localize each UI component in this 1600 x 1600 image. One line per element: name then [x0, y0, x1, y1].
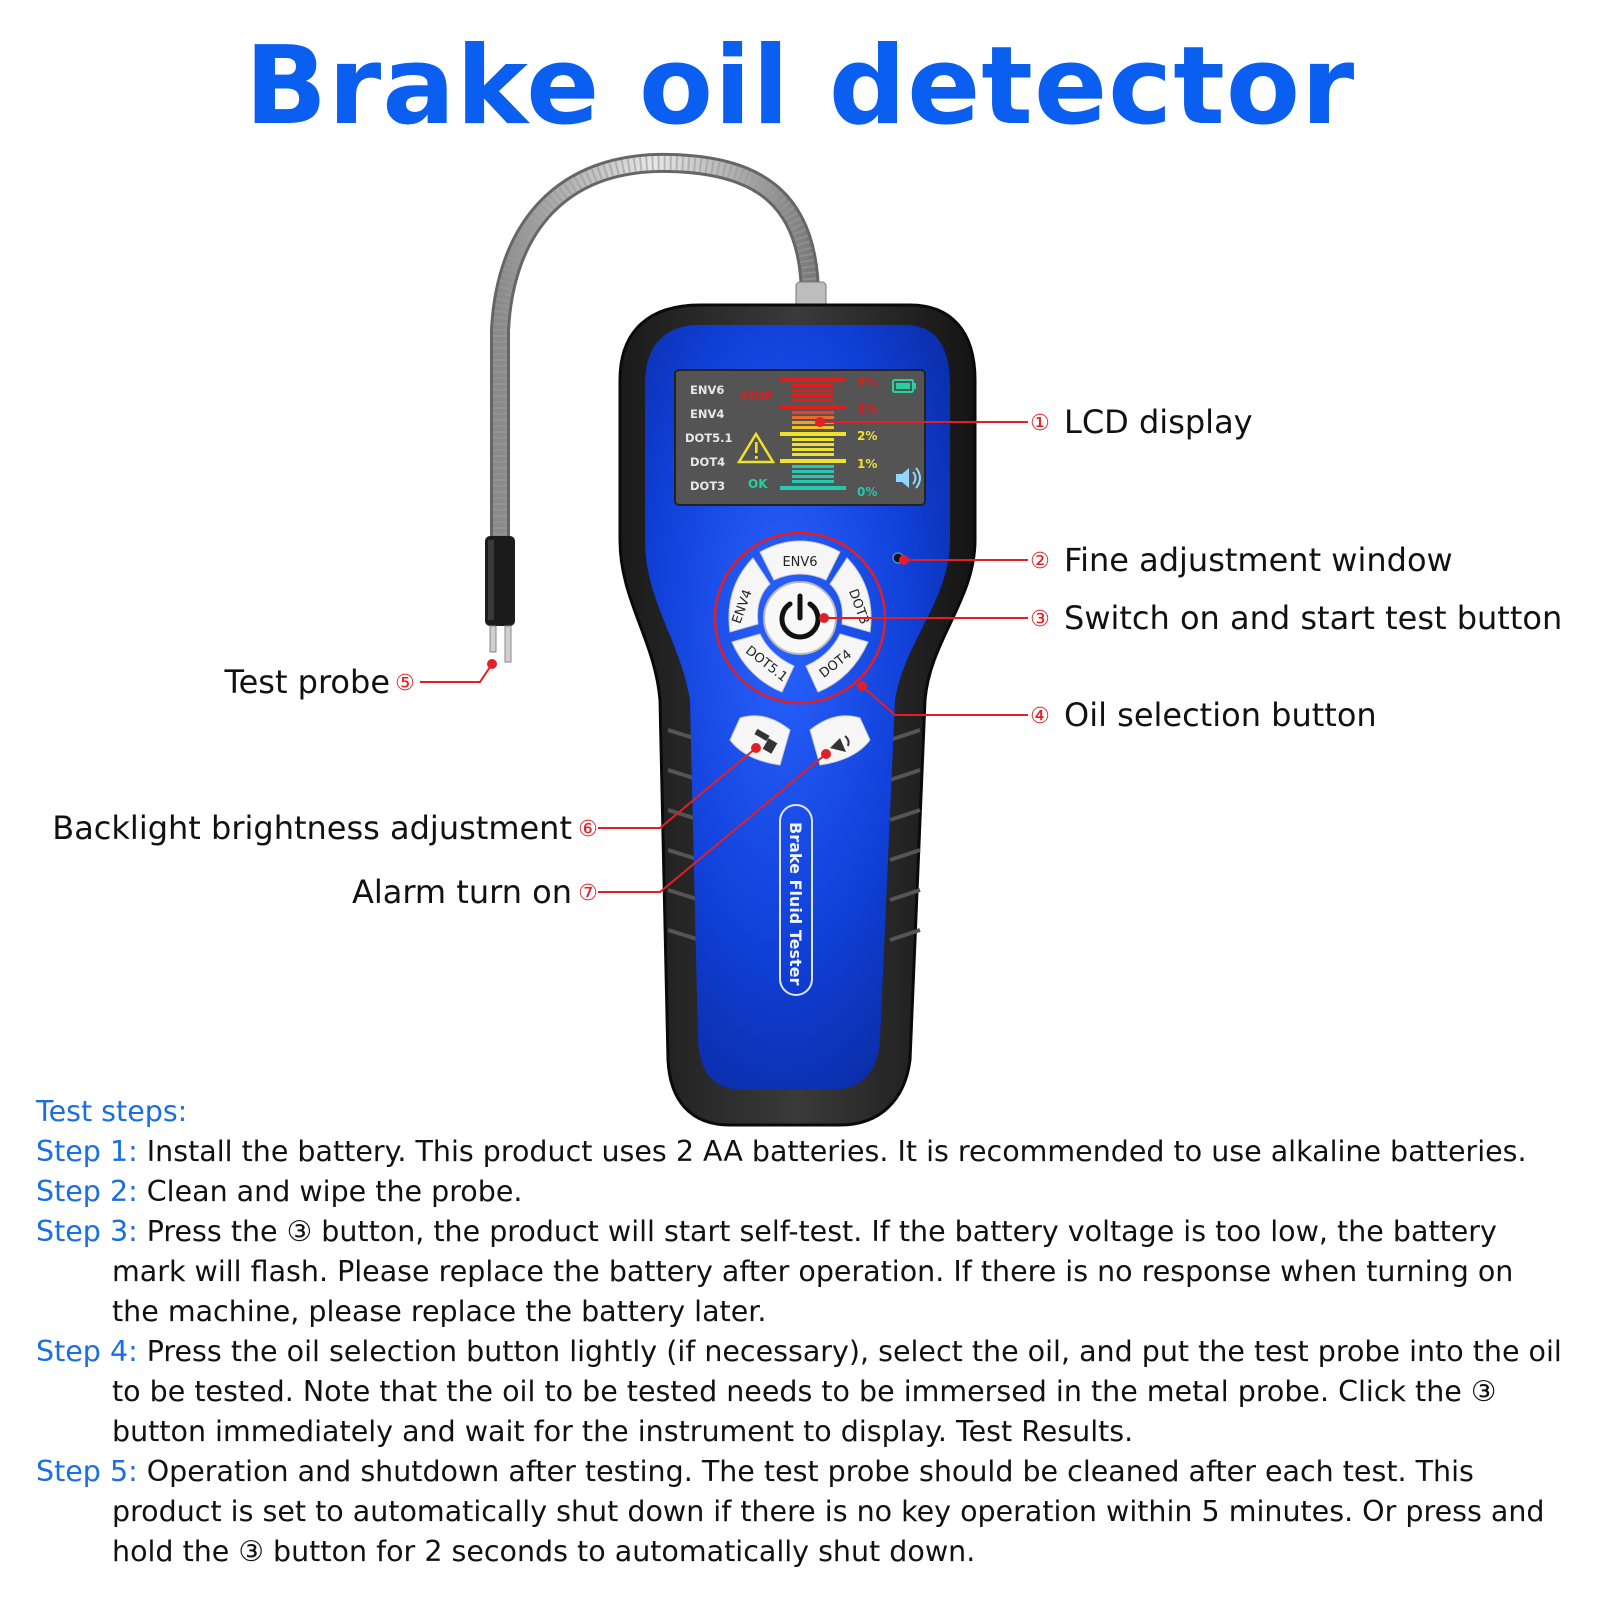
- step-3-label: Step 3:: [36, 1215, 138, 1248]
- test-probe: [485, 536, 515, 663]
- dot51-button[interactable]: [731, 633, 795, 693]
- step-5-label: Step 5:: [36, 1455, 138, 1488]
- grip-ridges-left: [667, 728, 701, 942]
- lcd-oil-dot4: DOT4: [690, 455, 725, 469]
- env6-button-label: ENV6: [782, 555, 817, 570]
- step-1: Step 1: Install the battery. This produc…: [36, 1132, 1566, 1172]
- lcd-status-stop: STOP: [740, 390, 773, 403]
- callout-alarm-turn-on: Alarm turn on: [351, 873, 572, 911]
- probe-hose: [490, 152, 820, 545]
- lcd-level-1: 1%: [857, 457, 877, 471]
- callout-num-1: ①: [1030, 411, 1050, 436]
- callout-num-5: ⑤: [395, 671, 415, 696]
- callout-num-6: ⑥: [578, 817, 598, 842]
- callout-num-4: ④: [1030, 704, 1050, 729]
- device-brand-label: Brake Fluid Tester: [779, 804, 813, 996]
- step-5-text: Operation and shutdown after testing. Th…: [112, 1455, 1545, 1568]
- lcd-status-ok: OK: [748, 477, 768, 491]
- callout-switch-on-button: Switch on and start test button: [1064, 599, 1563, 637]
- step-2-label: Step 2:: [36, 1175, 138, 1208]
- step-2-text: Clean and wipe the probe.: [137, 1175, 523, 1208]
- power-icon: [779, 593, 821, 640]
- lcd-level-3: 3%: [857, 402, 877, 416]
- lcd-level-4: 4%: [857, 375, 877, 389]
- device-side-text: Brake Fluid Tester: [786, 822, 805, 985]
- alarm-icon: [830, 735, 850, 752]
- step-4-text: Press the oil selection button lightly (…: [112, 1335, 1562, 1448]
- callout-oil-selection-button: Oil selection button: [1064, 696, 1377, 734]
- callout-dots: [487, 417, 909, 759]
- page-title: Brake oil detector: [244, 24, 1356, 149]
- test-steps-heading: Test steps:: [36, 1095, 188, 1128]
- lcd-oil-dot3: DOT3: [690, 479, 725, 493]
- lcd-oil-dot51: DOT5.1: [685, 431, 733, 445]
- env4-button[interactable]: [728, 557, 771, 633]
- callout-num-2: ②: [1030, 549, 1050, 574]
- step-5: Step 5: Operation and shutdown after tes…: [36, 1452, 1566, 1572]
- step-1-label: Step 1:: [36, 1135, 138, 1168]
- step-2: Step 2: Clean and wipe the probe.: [36, 1172, 1566, 1212]
- callout-lcd-display: LCD display: [1064, 403, 1253, 441]
- step-1-text: Install the battery. This product uses 2…: [137, 1135, 1527, 1168]
- speaker-icon: [896, 467, 921, 489]
- lcd-level-bars: [780, 378, 846, 490]
- oil-selection-buttons: ENV6 DOT3 DOT4 DOT5.1 ENV4: [713, 531, 887, 705]
- callout-num-7: ⑦: [578, 881, 598, 906]
- callout-fine-adjustment-window: Fine adjustment window: [1064, 541, 1453, 579]
- step-4: Step 4: Press the oil selection button l…: [36, 1332, 1566, 1452]
- callout-test-probe: Test probe: [224, 663, 390, 701]
- dot3-button[interactable]: [829, 557, 872, 633]
- step-4-label: Step 4:: [36, 1335, 138, 1368]
- grip-ridges-right: [889, 728, 921, 942]
- callout-backlight-adjustment: Backlight brightness adjustment: [52, 809, 572, 847]
- backlight-button[interactable]: [729, 715, 791, 766]
- dot4-button[interactable]: [805, 633, 869, 693]
- step-3: Step 3: Press the ③ button, the product …: [36, 1212, 1566, 1332]
- test-steps: Test steps: Step 1: Install the battery.…: [36, 1092, 1566, 1572]
- callout-num-3: ③: [1030, 607, 1050, 632]
- warning-icon: [736, 431, 776, 464]
- env6-button[interactable]: [759, 540, 841, 581]
- battery-icon: [892, 379, 916, 393]
- lcd-oil-env4: ENV4: [690, 407, 724, 421]
- callout-lines: [420, 421, 1028, 893]
- lcd-display: ENV6 ENV4 DOT5.1 DOT4 DOT3 STOP OK: [674, 369, 926, 506]
- lcd-oil-env6: ENV6: [690, 383, 724, 397]
- lcd-level-2: 2%: [857, 429, 877, 443]
- flashlight-icon: [754, 728, 778, 754]
- lcd-level-0: 0%: [857, 485, 877, 499]
- step-3-text: Press the ③ button, the product will sta…: [112, 1215, 1514, 1328]
- device-face: [645, 325, 950, 1090]
